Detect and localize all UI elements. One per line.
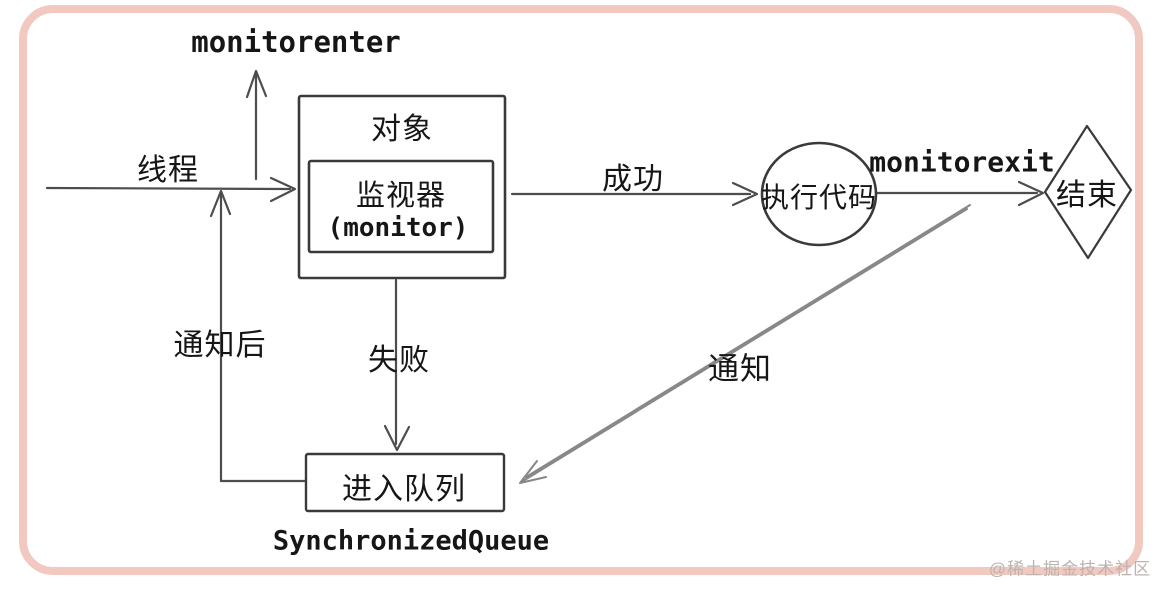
notify-label: 通知 bbox=[708, 351, 772, 387]
enter-queue-label: 进入队列 bbox=[342, 473, 466, 506]
notify-after-connector bbox=[209, 189, 309, 483]
thread-label: 线程 bbox=[137, 154, 199, 187]
watermark: @稀土掘金技术社区 bbox=[988, 559, 1152, 579]
end-label: 结束 bbox=[1056, 179, 1118, 212]
monitorenter-label: monitorenter bbox=[191, 25, 401, 59]
enter-queue-box bbox=[304, 452, 506, 513]
fail-label: 失败 bbox=[368, 344, 430, 377]
monitorenter-arrow bbox=[245, 69, 268, 181]
notify-after-label: 通知后 bbox=[173, 329, 267, 362]
frame-border bbox=[19, 5, 1143, 575]
fail-arrow bbox=[383, 278, 411, 452]
execute-code-label: 执行代码 bbox=[760, 182, 878, 213]
success-arrow bbox=[510, 181, 759, 207]
success-label: 成功 bbox=[602, 163, 664, 196]
monitor-label-cn: 监视器 bbox=[355, 180, 447, 212]
thread-arrow bbox=[45, 176, 297, 203]
notify-arrow bbox=[519, 204, 971, 484]
monitorexit-arrow bbox=[874, 180, 1045, 207]
monitorexit-label: monitorexit bbox=[869, 145, 1055, 179]
monitor-inner-box bbox=[307, 159, 495, 254]
queue-class-label: SynchronizedQueue bbox=[272, 525, 550, 557]
monitor-label-en: (monitor) bbox=[327, 213, 469, 243]
execute-code-circle bbox=[760, 141, 878, 247]
object-box-title: 对象 bbox=[371, 113, 433, 146]
end-diamond bbox=[1043, 124, 1133, 260]
